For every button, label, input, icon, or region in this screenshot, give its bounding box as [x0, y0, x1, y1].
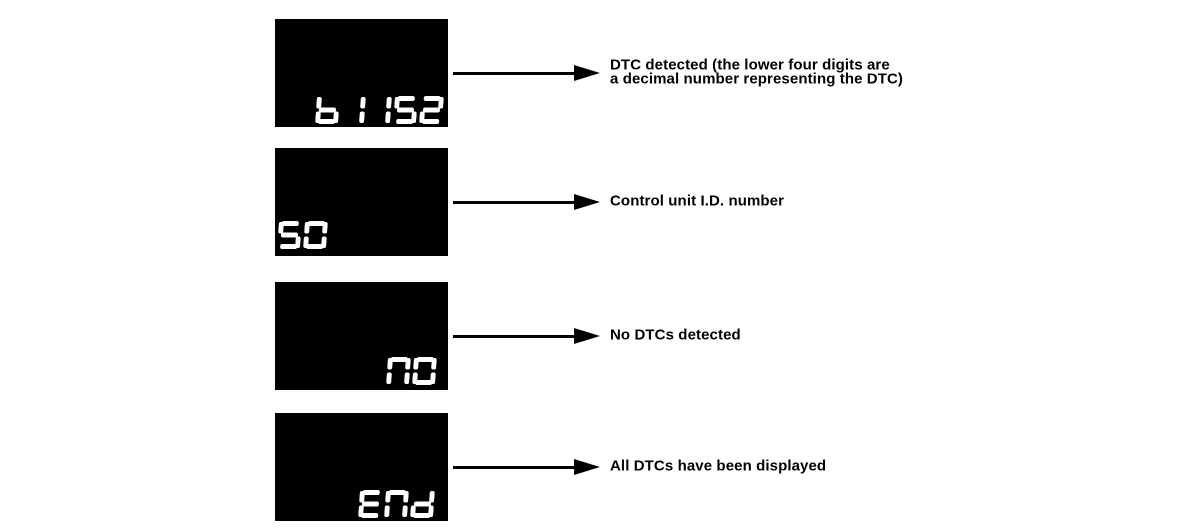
seven-segment-digit: [359, 97, 366, 123]
seven-segment-digit: [315, 97, 339, 124]
label-line: a decimal number representing the DTC): [610, 70, 904, 87]
seven-segment-digit: [358, 490, 380, 518]
display-description-label: All DTCs have been displayed: [610, 459, 826, 473]
dtc-display-row-all-dtcs-displayed: All DTCs have been displayed: [0, 413, 1184, 521]
dtc-display-row-control-unit-id: Control unit I.D. number: [0, 148, 1184, 256]
display-digits: [358, 490, 435, 518]
arrowhead-icon: [574, 194, 600, 210]
arrowhead-icon: [574, 328, 600, 344]
display-digits: [315, 96, 444, 124]
arrow-line: [453, 200, 574, 204]
seven-segment-digit: [410, 491, 435, 518]
label-line: No DTCs detected: [610, 326, 741, 344]
seven-segment-digit: [384, 490, 409, 517]
arrow-line: [453, 71, 574, 75]
display-description-label: No DTCs detected: [610, 328, 741, 342]
seven-segment-display: [275, 148, 448, 256]
arrowhead-icon: [574, 65, 600, 81]
seven-segment-display: [275, 19, 448, 127]
display-digits: [277, 221, 328, 249]
seven-segment-display: [275, 282, 448, 390]
seven-segment-digit: [412, 357, 437, 385]
arrow-line: [453, 465, 574, 469]
display-digits: [386, 357, 437, 385]
label-line: All DTCs have been displayed: [610, 457, 827, 475]
seven-segment-digit: [385, 97, 392, 123]
label-line: Control unit I.D. number: [610, 192, 785, 210]
dtc-display-row-no-dtcs: No DTCs detected: [0, 282, 1184, 390]
seven-segment-digit: [386, 357, 411, 384]
arrow-line: [453, 334, 574, 338]
seven-segment-digit: [394, 96, 417, 124]
arrowhead-icon: [574, 459, 600, 475]
label-line: DTC detected (the lower four digits are: [610, 56, 890, 74]
seven-segment-digit: [278, 221, 301, 249]
seven-segment-display: [275, 413, 448, 521]
seven-segment-digit: [303, 221, 328, 249]
seven-segment-digit: [419, 96, 444, 124]
display-description-label: Control unit I.D. number: [610, 194, 784, 208]
